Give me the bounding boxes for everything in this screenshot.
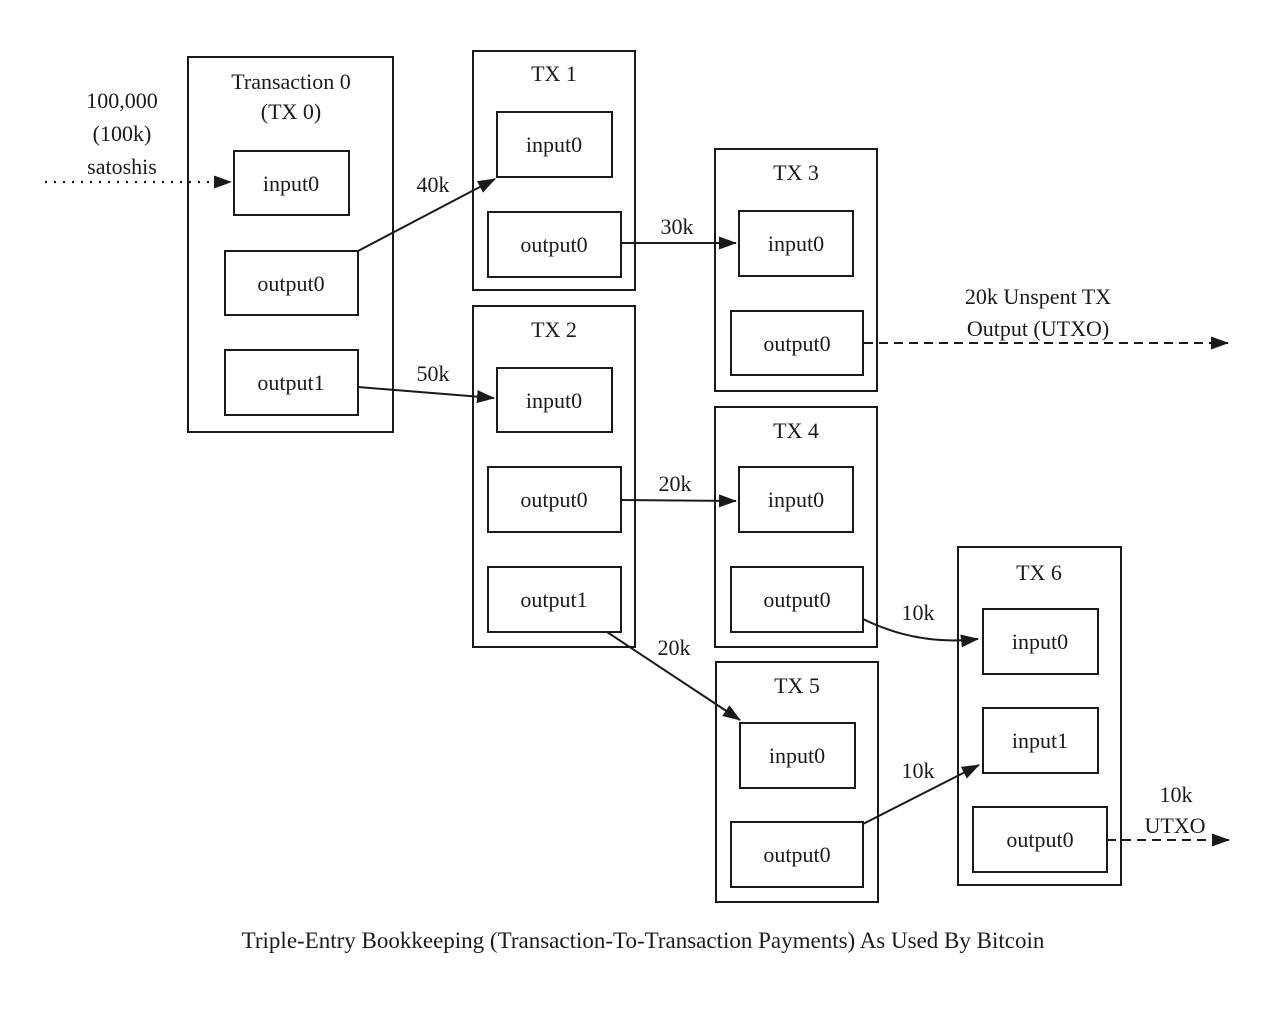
start-label-line2: (100k) [93,121,152,146]
tx2-input0-label: input0 [526,388,582,413]
tx1-output0-label: output0 [520,232,587,257]
tx2-output1-label: output1 [520,587,587,612]
tx1-title: TX 1 [531,61,577,86]
flow-tx5-tx6-label: 10k [902,758,935,783]
tx1-input0-box [496,111,613,178]
tx4-title: TX 4 [773,418,819,443]
tx6-group: TX 6 input0 input1 output0 [957,546,1122,886]
tx4-group: TX 4 input0 output0 [714,406,878,648]
utxo-20k-group: 20k Unspent TX Output (UTXO) [864,284,1229,350]
tx0-input0-label: input0 [263,171,319,196]
tx0-title-line2: (TX 0) [261,99,321,124]
flow-tx2-tx4-arrow [620,494,737,508]
tx3-title: TX 3 [773,160,819,185]
tx1-input0-label: input0 [526,132,582,157]
tx6-input1-label: input1 [1012,728,1068,753]
tx6-input0-box [982,608,1099,675]
tx0-output0-label: output0 [257,271,324,296]
tx0-output0-box [224,250,359,316]
start-label-line3: satoshis [87,154,157,179]
flow-tx5-tx6-arrow [862,764,980,825]
tx6-output0-label: output0 [1006,827,1073,852]
tx3-output0-box [730,310,864,376]
utxo-10k-group: 10k UTXO [1107,782,1230,847]
tx5-group: TX 5 input0 output0 [715,661,879,903]
tx5-input0-box [739,722,856,789]
utxo-10k-label-line2: UTXO [1144,813,1205,838]
tx3-group: TX 3 input0 output0 [714,148,878,392]
flow-tx0-tx2-arrow [357,386,495,404]
tx5-title: TX 5 [774,673,820,698]
flow-tx4-tx6-label: 10k [902,600,935,625]
tx6-input0-label: input0 [1012,629,1068,654]
utxo-20k-label-line1: 20k Unspent TX [965,284,1111,309]
tx3-output0-label: output0 [763,331,830,356]
flow-tx2-tx5-label: 20k [658,635,691,660]
utxo-10k-label-line1: 10k [1160,782,1193,807]
tx2-output0-box [487,466,622,533]
tx4-input0-label: input0 [768,487,824,512]
flow-arrows: 40k 50k 30k 20k 20k 10k 10k [357,172,980,825]
utxo-20k-label-line2: Output (UTXO) [967,316,1109,341]
initial-funding-group: 100,000 (100k) satoshis [45,88,232,189]
flow-tx0-tx1-label: 40k [417,172,450,197]
flow-tx0-tx2-label: 50k [417,361,450,386]
flow-tx4-tx6-arrow [862,618,979,648]
flow-tx2-tx4-label: 20k [659,471,692,496]
tx0-input0-box [233,150,350,216]
tx4-output0-box [730,566,864,633]
tx0-group: Transaction 0 (TX 0) input0 output0 outp… [187,56,394,433]
tx1-group: TX 1 input0 output0 [472,50,636,291]
flow-tx0-tx1-arrow [357,178,496,252]
tx2-output0-label: output0 [520,487,587,512]
tx5-output0-label: output0 [763,842,830,867]
tx3-input0-box [738,210,854,277]
tx1-output0-box [487,211,622,278]
tx6-title: TX 6 [1016,560,1062,585]
tx3-input0-label: input0 [768,231,824,256]
tx5-output0-box [730,821,864,888]
tx6-input1-box [982,707,1099,774]
start-label-line1: 100,000 [86,88,158,113]
diagram-caption: Triple-Entry Bookkeeping (Transaction-To… [242,928,1045,953]
tx2-group: TX 2 input0 output0 output1 [472,305,636,648]
flow-tx1-tx3-label: 30k [661,214,694,239]
tx5-input0-label: input0 [769,743,825,768]
tx0-output1-box [224,349,359,416]
tx0-title-line1: Transaction 0 [231,69,351,94]
tx2-title: TX 2 [531,317,577,342]
tx2-output1-box [487,566,622,633]
tx2-input0-box [496,367,613,433]
tx4-output0-label: output0 [763,587,830,612]
tx4-input0-box [738,466,854,533]
flow-tx2-tx5-arrow [606,631,741,721]
tx0-output1-label: output1 [257,370,324,395]
